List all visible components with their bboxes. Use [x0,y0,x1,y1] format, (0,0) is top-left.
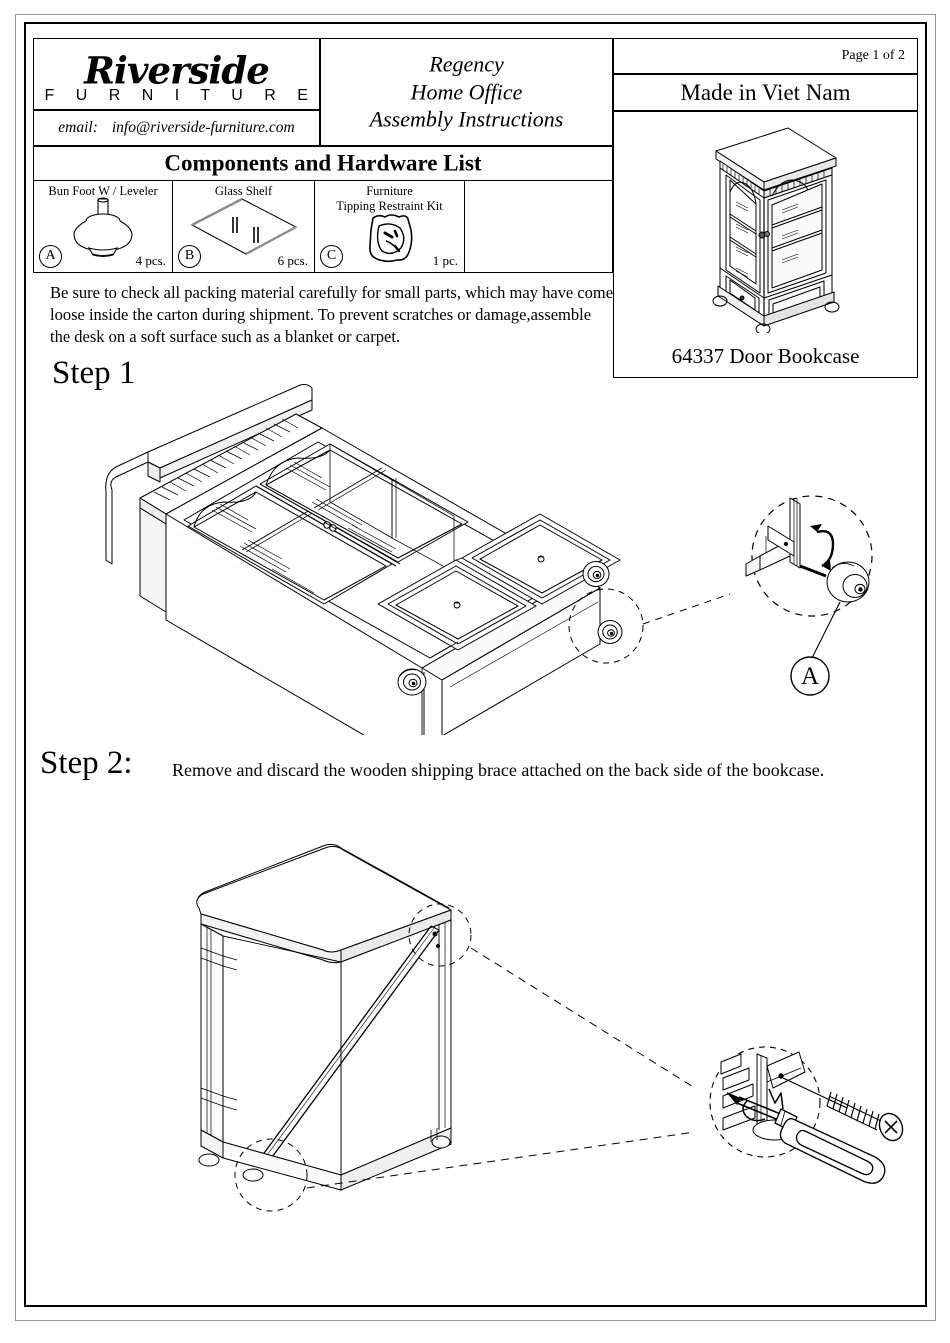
components-heading-cell: Components and Hardware List [33,146,613,181]
product-illustration [614,118,917,333]
part-cell-c: Furniture Tipping Restraint Kit [315,181,465,272]
part-c-name: Furniture Tipping Restraint Kit [317,184,462,214]
screwdriver-illustration [725,1075,925,1190]
restraint-kit-icon [315,212,464,268]
part-a-name: Bun Foot W / Leveler [48,184,158,198]
part-letter-c: C [320,245,343,268]
brand-logo-cell: Riverside F U R N I T U R E [33,38,320,110]
part-cell-a: Bun Foot W / Leveler A 4 pcs [34,181,173,272]
product-caption: 64337 Door Bookcase [671,344,860,368]
email-address: info@riverside-furniture.com [111,119,295,136]
bun-foot-icon [34,197,172,268]
title-line-1: Regency [429,51,504,77]
step-1-illustration: A [100,380,925,735]
brand-script-name: Riverside [84,48,270,93]
components-heading: Components and Hardware List [164,149,482,175]
page-number-cell: Page 1 of 2 [613,38,918,74]
part-cell-b: Glass Shelf B [173,181,315,272]
origin-text: Made in Viet Nam [680,79,851,105]
email-line: email: info@riverside-furniture.com [58,119,294,137]
page-outer-border [15,14,936,1321]
page-inner-border [24,22,927,1307]
step-1-label: Step 1 [52,355,136,391]
page-number: Page 1 of 2 [841,48,905,63]
part-qty-a: 4 pcs. [135,253,166,268]
document-title: Regency Home Office Assembly Instruction… [321,50,612,133]
product-preview-cell: 64337 Door Bookcase [613,111,918,378]
part-b-name: Glass Shelf [214,184,273,198]
email-label: email: [58,119,98,136]
brand-word-mark: F U R N I T U R E [44,87,317,104]
origin-cell: Made in Viet Nam [613,74,918,111]
step-2-text: Remove and discard the wooden shipping b… [172,760,825,780]
brand-email-cell: email: info@riverside-furniture.com [33,110,320,146]
step-2-label: Step 2: [40,745,133,781]
part-letter-b: B [178,245,201,268]
title-line-2: Home Office [410,79,523,105]
document-title-cell: Regency Home Office Assembly Instruction… [320,38,613,146]
parts-row: Bun Foot W / Leveler A 4 pcs [33,181,613,273]
part-letter-a: A [39,245,62,268]
part-c-name-line-2: Tipping Restraint Kit [336,198,443,213]
title-line-3: Assembly Instructions [369,106,564,132]
glass-shelf-icon [173,197,314,268]
part-c-name-line-1: Furniture [366,184,413,198]
part-qty-c: 1 pc. [432,253,458,268]
svg-text:A: A [801,663,819,690]
part-qty-b: 6 pcs. [277,253,308,268]
header-table: Riverside F U R N I T U R E email: info@r… [33,38,918,378]
step-2-illustration [175,830,920,1280]
packing-note: Be sure to check all packing material ca… [50,283,614,346]
